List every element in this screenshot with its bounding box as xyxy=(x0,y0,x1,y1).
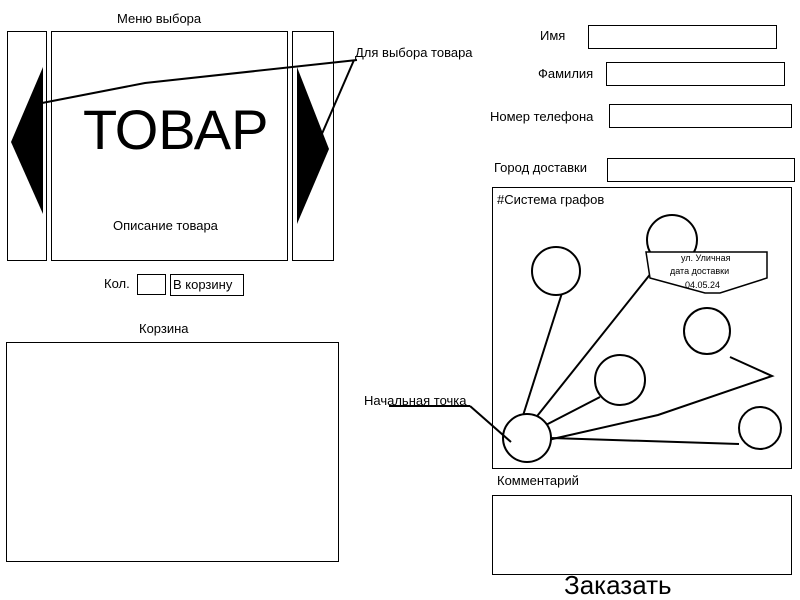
quantity-input[interactable] xyxy=(137,274,166,295)
city-label: Город доставки xyxy=(494,160,587,175)
prev-product-button[interactable] xyxy=(7,31,47,261)
graph-node[interactable] xyxy=(738,406,782,450)
name-input[interactable] xyxy=(588,25,777,49)
delivery-date-label: дата доставки xyxy=(670,266,730,276)
graph-node[interactable] xyxy=(594,354,646,406)
triangle-left-icon xyxy=(11,67,43,214)
comment-input[interactable] xyxy=(492,495,792,575)
surname-label: Фамилия xyxy=(538,66,594,81)
graph-edge xyxy=(519,292,563,426)
graph-edge xyxy=(550,437,740,445)
delivery-date-value: 04.05.24 xyxy=(685,280,721,290)
name-label: Имя xyxy=(540,28,566,43)
phone-label: Номер телефона xyxy=(490,109,594,124)
product-name: ТОВАР xyxy=(83,98,269,161)
comment-label: Комментарий xyxy=(497,473,579,488)
product-description: Описание товара xyxy=(113,218,218,233)
catalog-title: Меню выбора xyxy=(117,11,202,26)
triangle-right-icon xyxy=(297,67,329,224)
next-product-button[interactable] xyxy=(292,31,334,261)
phone-input[interactable] xyxy=(609,104,792,128)
surname-input[interactable] xyxy=(606,62,785,86)
graph-node[interactable] xyxy=(683,307,731,355)
order-button[interactable]: Заказать xyxy=(564,570,672,600)
city-input[interactable] xyxy=(607,158,795,182)
graph-node-start[interactable] xyxy=(502,413,552,463)
product-card[interactable] xyxy=(51,31,288,261)
add-to-cart-button[interactable]: В корзину xyxy=(170,274,244,296)
graph-node[interactable] xyxy=(531,246,581,296)
callout-label: Для выбора товара xyxy=(355,45,473,60)
graph-edge xyxy=(539,396,601,429)
start-point-label: Начальная точка xyxy=(364,393,467,408)
delivery-info-callout xyxy=(645,251,768,294)
cart-panel xyxy=(6,342,339,562)
delivery-street: ул. Уличная xyxy=(681,253,731,263)
graph-title: #Система графов xyxy=(497,192,605,207)
add-to-cart-label: В корзину xyxy=(173,277,233,292)
graph-edge xyxy=(547,356,775,441)
cart-title: Корзина xyxy=(139,321,189,336)
graph-edge xyxy=(529,271,653,426)
quantity-label: Кол. xyxy=(104,276,130,291)
